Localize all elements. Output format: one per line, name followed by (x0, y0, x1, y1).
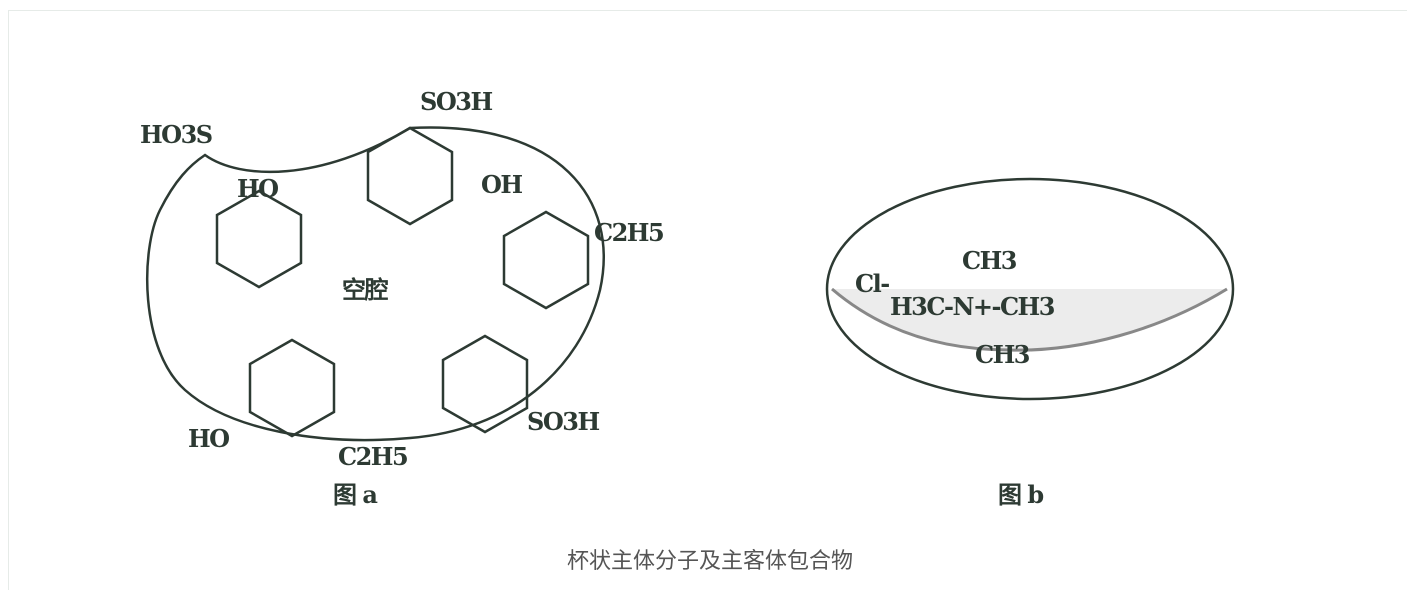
label-ho-bottom-left: HO (188, 424, 229, 453)
label-c2h5-right: C2H5 (594, 218, 663, 247)
label-ch3-bottom: CH3 (975, 340, 1030, 369)
label-ho3s-top-left: HO3S (140, 120, 212, 149)
benzene-ring-bottom-right (441, 334, 529, 434)
host-ellipse (825, 177, 1235, 401)
caption-figure-a: 图 a (333, 480, 377, 509)
benzene-ring-top (366, 126, 454, 226)
label-ch3-top: CH3 (962, 246, 1017, 275)
guest-curve (831, 287, 1228, 352)
figure-caption: 杯状主体分子及主客体包合物 (567, 549, 853, 574)
figure-frame (8, 10, 1407, 590)
benzene-ring-bottom-left (248, 338, 336, 438)
caption-figure-b: 图 b (998, 480, 1043, 509)
label-so3h-bottom-right: SO3H (527, 407, 599, 436)
benzene-ring-left (215, 189, 303, 289)
label-c2h5-bottom: C2H5 (338, 442, 407, 471)
label-cavity: 空腔 (342, 275, 388, 304)
label-cl-minus: Cl- (855, 269, 889, 298)
label-so3h-top: SO3H (420, 87, 492, 116)
figure-a: HO3S SO3H HO OH C2H5 空腔 HO C2H5 SO3H 图 a (140, 87, 665, 509)
label-oh-inner: OH (481, 170, 522, 199)
guest-region (832, 289, 1227, 351)
figure-b: CH3 Cl- H3C-N+-CH3 CH3 图 b (825, 177, 1235, 509)
label-h3c-n-ch3: H3C-N+-CH3 (890, 292, 1055, 321)
label-ho-inner: HO (237, 174, 278, 203)
benzene-ring-right (502, 210, 590, 310)
